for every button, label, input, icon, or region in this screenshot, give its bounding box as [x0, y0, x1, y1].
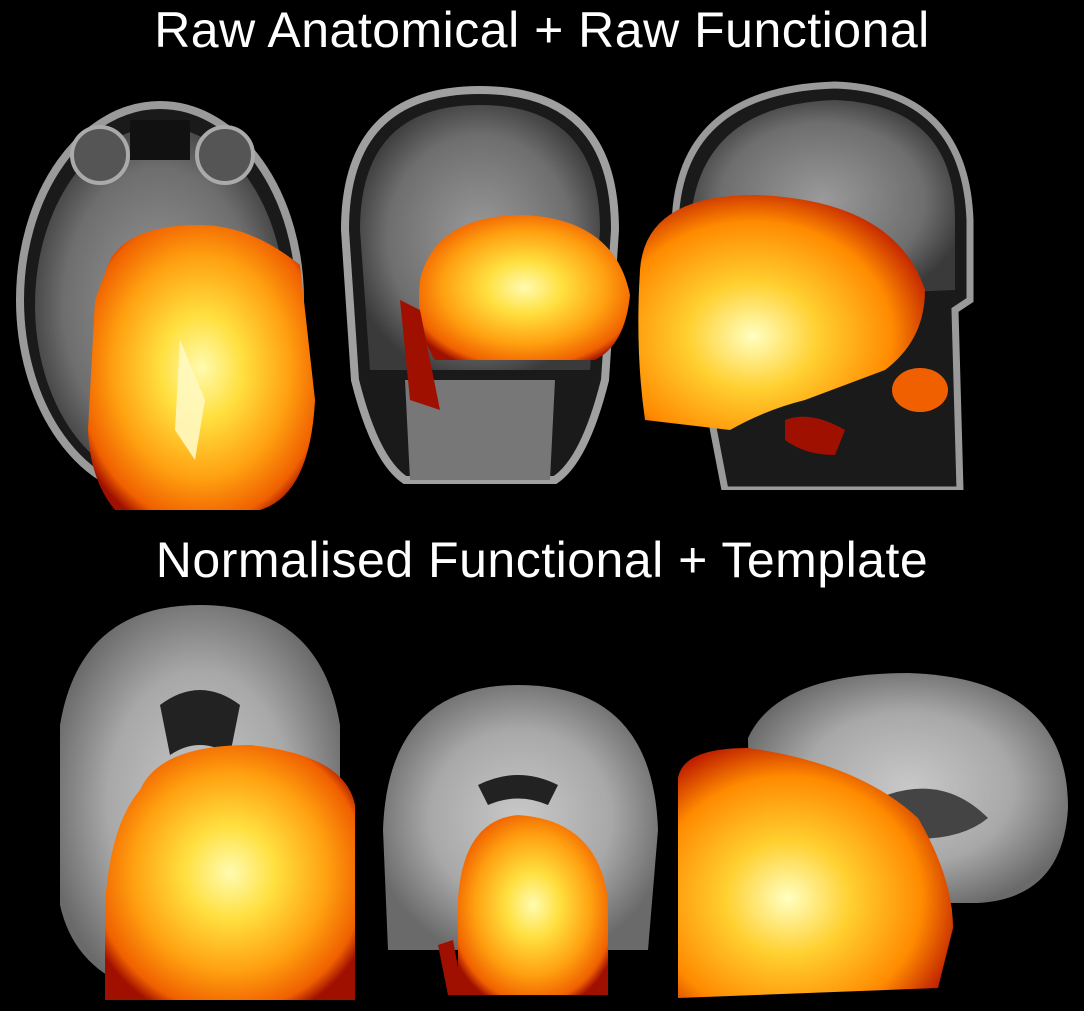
bottom-coronal-panel [378, 680, 663, 995]
top-title: Raw Anatomical + Raw Functional [154, 2, 930, 58]
bottom-axial-panel [40, 605, 360, 1000]
brain-coronal-slice-icon [383, 685, 658, 995]
top-coronal-panel [325, 80, 635, 490]
brain-sagittal-slice-icon [678, 673, 1068, 998]
top-axial-panel [10, 100, 320, 510]
top-sagittal-panel [635, 70, 975, 490]
brain-axial-slice-icon [16, 101, 315, 510]
brain-sagittal-slice-icon [638, 81, 974, 490]
bottom-title: Normalised Functional + Template [155, 532, 929, 588]
brain-coronal-slice-icon [340, 85, 630, 484]
brain-axial-slice-icon [60, 605, 355, 1000]
bottom-sagittal-panel [678, 668, 1073, 998]
